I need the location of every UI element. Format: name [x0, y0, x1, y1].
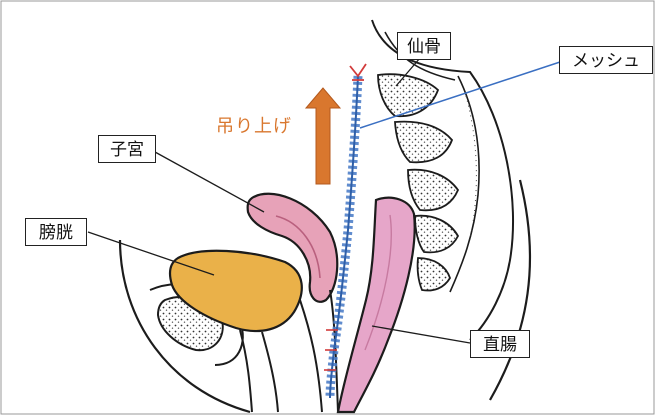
- urethra-line-2: [262, 332, 278, 412]
- vertebra-1: [378, 74, 438, 116]
- vertebra-3: [408, 170, 458, 211]
- label-sacrum: 仙骨: [397, 32, 451, 60]
- label-uterus: 子宮: [98, 135, 156, 163]
- label-bladder: 膀胱: [25, 218, 87, 246]
- lift-arrow: [306, 88, 340, 184]
- sacrum-posterior-column: [450, 76, 479, 292]
- vertebra-2: [395, 122, 452, 163]
- rectum-shape: [338, 198, 415, 412]
- label-rectum: 直腸: [470, 330, 530, 358]
- vertebra-5: [418, 258, 450, 291]
- leader-uterus: [155, 152, 264, 212]
- posterior-body-outline: [490, 180, 530, 400]
- label-lift: 吊り上げ: [216, 112, 292, 138]
- label-mesh: メッシュ: [559, 46, 653, 74]
- vagina-front-wall: [300, 300, 322, 412]
- vertebra-4: [415, 216, 458, 253]
